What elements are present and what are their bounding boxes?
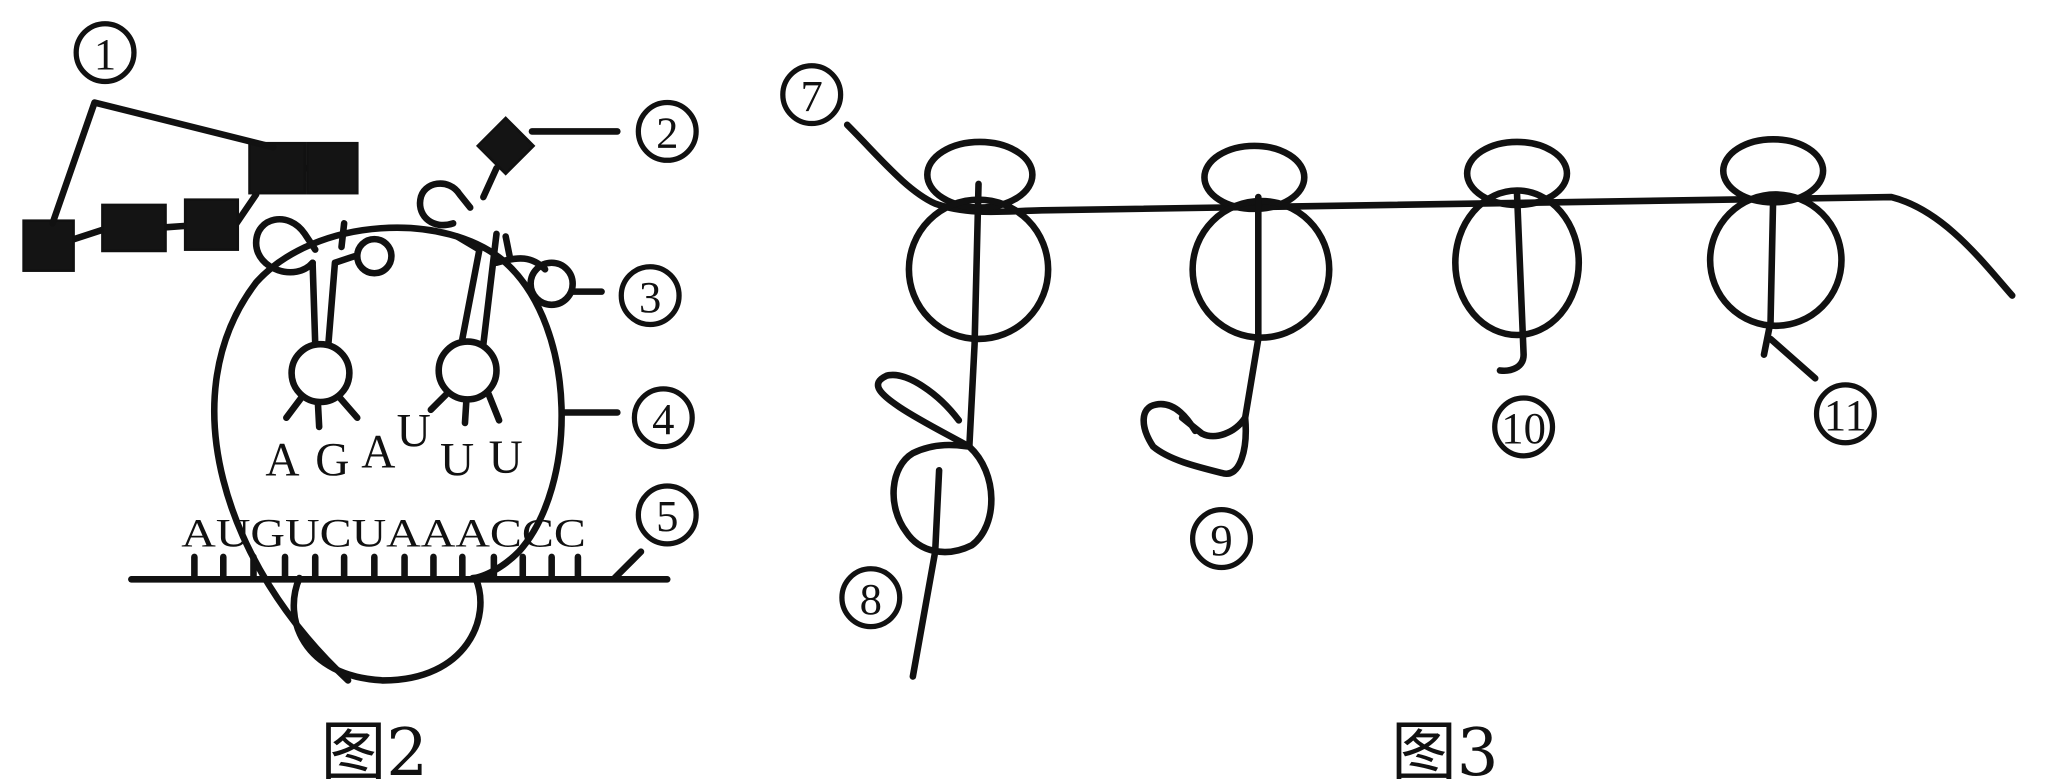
ribosome-small-subunit bbox=[290, 574, 484, 684]
svg-text:1: 1 bbox=[94, 29, 116, 79]
amino-acid-4 bbox=[248, 141, 307, 195]
trna-right bbox=[416, 164, 576, 427]
svg-text:9: 9 bbox=[1210, 515, 1232, 565]
svg-text:5: 5 bbox=[656, 491, 678, 541]
figure-3: 7 8 bbox=[780, 63, 2016, 779]
label-10: 10 bbox=[1492, 395, 1556, 459]
amino-acid-5 bbox=[306, 141, 359, 195]
anticodon-base: G bbox=[315, 435, 349, 487]
anticodon-base: A bbox=[265, 435, 299, 487]
polypeptide-8 bbox=[874, 371, 995, 680]
label-3: 3 bbox=[618, 264, 682, 328]
svg-text:7: 7 bbox=[801, 71, 823, 121]
svg-text:11: 11 bbox=[1824, 390, 1867, 440]
svg-text:4: 4 bbox=[652, 394, 674, 444]
anticodon-base: U bbox=[489, 432, 523, 484]
label-1: 1 bbox=[73, 21, 137, 85]
figure-3-caption: 图3 bbox=[1391, 715, 1498, 779]
ribosome-large-subunit bbox=[211, 224, 565, 684]
amino-acid-2 bbox=[101, 203, 167, 253]
svg-text:2: 2 bbox=[656, 108, 678, 158]
trna-left bbox=[252, 216, 395, 431]
anticodon-base: A bbox=[361, 427, 395, 479]
amino-acid-3 bbox=[183, 198, 240, 251]
svg-text:8: 8 bbox=[860, 574, 882, 624]
mrna-sequence: AUGUCUAAACCC bbox=[181, 510, 586, 555]
peptide-chain bbox=[22, 141, 359, 272]
mrna-strand bbox=[128, 553, 671, 583]
mrna-strand-fig3 bbox=[843, 121, 2016, 299]
svg-text:3: 3 bbox=[639, 272, 661, 322]
anticodon-base: U bbox=[440, 435, 474, 487]
anticodon-base: U bbox=[397, 406, 431, 458]
figure-2-caption: 图2 bbox=[321, 715, 428, 779]
label-4: 4 bbox=[631, 386, 695, 450]
label-11: 11 bbox=[1813, 382, 1877, 446]
anticodon-bases: A G A U U U bbox=[265, 406, 522, 487]
label-5: 5 bbox=[635, 483, 699, 547]
label-1-leader bbox=[49, 99, 277, 227]
label-8: 8 bbox=[839, 566, 903, 630]
label-5-leader bbox=[611, 548, 645, 582]
label-7: 7 bbox=[780, 63, 844, 127]
label-9: 9 bbox=[1189, 507, 1254, 571]
amino-acid-carried bbox=[475, 116, 536, 176]
amino-acid-1 bbox=[22, 219, 75, 272]
ribosome-4 bbox=[1706, 136, 1845, 382]
ribosome-2 bbox=[1189, 142, 1333, 422]
ribosome-3 bbox=[1452, 138, 1583, 374]
polypeptide-9 bbox=[1140, 400, 1249, 477]
label-2: 2 bbox=[635, 99, 699, 163]
ribosome-1 bbox=[905, 138, 1052, 450]
figure-2: 1 2 bbox=[22, 21, 699, 779]
svg-text:10: 10 bbox=[1501, 403, 1546, 453]
